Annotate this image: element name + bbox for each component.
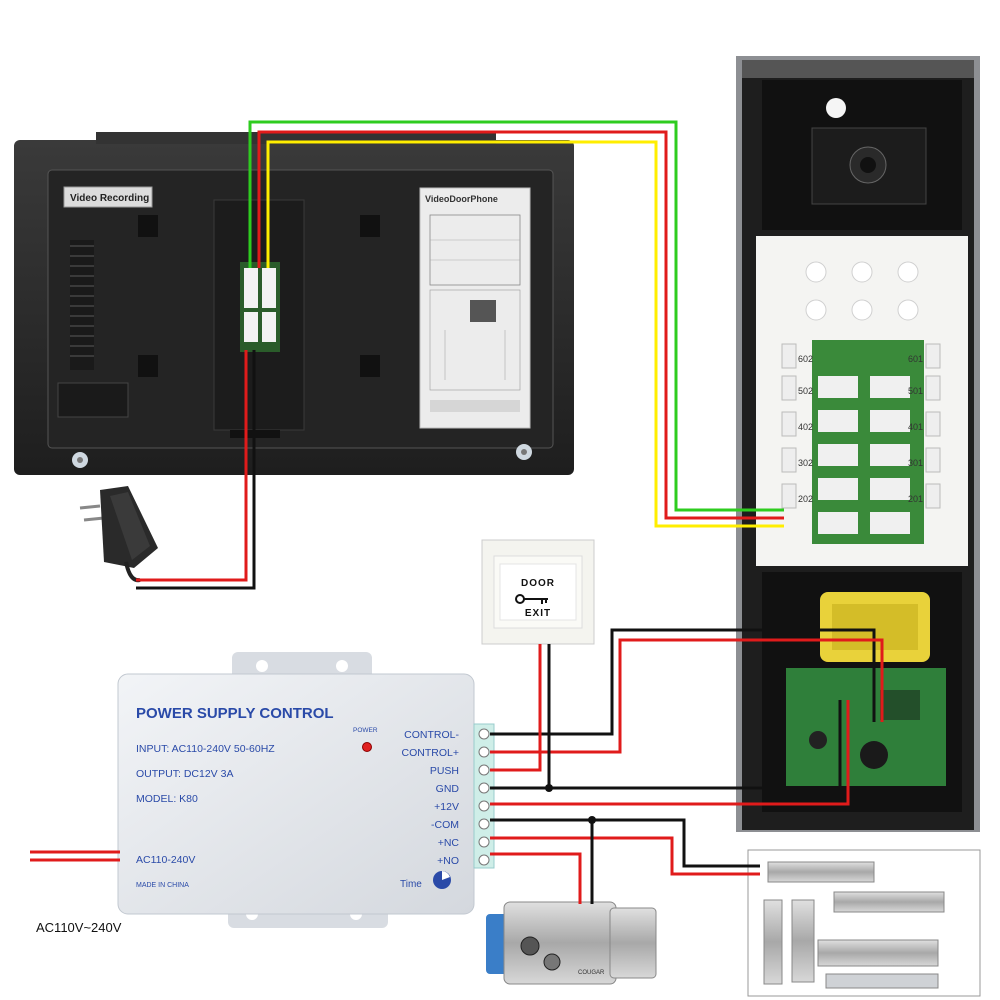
- wire-red: [257, 130, 784, 520]
- exit-button-exit-text: EXIT: [525, 608, 551, 619]
- wire-red: [490, 644, 542, 772]
- terminal-label: -COM: [431, 819, 459, 831]
- terminal-label: GND: [436, 783, 460, 795]
- sticker-title: VideoDoorPhone: [425, 194, 498, 204]
- apartment-connectors: [781, 343, 941, 509]
- terminal-label: PUSH: [430, 765, 459, 777]
- lock-brand: COUGAR: [578, 970, 605, 976]
- monitor-terminal-block: [240, 262, 280, 352]
- apartment-label: 601: [908, 354, 923, 364]
- apartment-label: 201: [908, 494, 923, 504]
- apartment-label: 302: [798, 458, 813, 468]
- wires: [30, 120, 884, 904]
- wire-black: [490, 700, 842, 790]
- apartment-label: 202: [798, 494, 813, 504]
- wire-yellow: [266, 140, 784, 528]
- key-icon: [515, 594, 548, 604]
- psu-title: POWER SUPPLY CONTROL: [136, 705, 334, 722]
- psu-time-label: Time: [400, 879, 422, 890]
- psu-model: MODEL: K80: [136, 793, 198, 805]
- video-recording-label: Video Recording: [70, 193, 149, 204]
- psu-power-label: POWER: [353, 727, 378, 734]
- psu-ac-label: AC110-240V: [136, 854, 195, 866]
- apartment-label: 602: [798, 354, 813, 364]
- psu-input-spec: INPUT: AC110-240V 50-60HZ: [136, 743, 275, 755]
- exit-button-door-text: DOOR: [521, 578, 555, 589]
- wire-junction: [545, 784, 596, 824]
- mains-voltage-label: AC110V~240V: [36, 920, 122, 935]
- door-exit-button: DOOR EXIT: [481, 539, 595, 645]
- lock-options-panel: [747, 849, 981, 997]
- time-dial-icon: [433, 871, 451, 889]
- wire-black: [490, 628, 876, 736]
- apartment-label: 301: [908, 458, 923, 468]
- screw-icon: [516, 444, 532, 460]
- power-supply-control-box: POWER SUPPLY CONTROL INPUT: AC110-240V 5…: [117, 652, 495, 928]
- terminal-label: +12V: [434, 801, 459, 813]
- wire-red: [136, 350, 248, 582]
- wire-black: [136, 350, 256, 590]
- apartment-label: 402: [798, 422, 813, 432]
- terminal-label: +NO: [437, 855, 459, 867]
- psu-terminal-strip: [473, 723, 495, 869]
- mounting-holes: [805, 261, 919, 321]
- relay-board: [812, 340, 924, 544]
- vent-grille: [70, 240, 94, 370]
- power-led: [362, 742, 372, 752]
- wire-green: [248, 120, 784, 512]
- apartment-label: 401: [908, 422, 923, 432]
- psu-output-spec: OUTPUT: DC12V 3A: [136, 768, 233, 780]
- psu-made-in: MADE IN CHINA: [136, 882, 189, 889]
- indoor-monitor: Video Recording VideoDoorPhone: [14, 132, 574, 475]
- electric-rim-lock: COUGAR: [486, 901, 657, 985]
- wire-black: [490, 818, 760, 868]
- apartment-label: 501: [908, 386, 923, 396]
- terminal-label: CONTROL+: [402, 747, 459, 759]
- wiring-sticker: VideoDoorPhone: [419, 187, 531, 429]
- power-adapter: [79, 486, 158, 583]
- wire-red: [490, 700, 850, 806]
- apartment-label: 502: [798, 386, 813, 396]
- wire-red: [490, 836, 760, 876]
- terminal-label: +NC: [438, 837, 460, 849]
- wire-red: [490, 638, 884, 754]
- wire-red: [490, 852, 582, 904]
- outdoor-door-station: 602 601 502 501 402 401 302 301 202 201: [736, 56, 980, 832]
- terminal-label: CONTROL-: [404, 729, 459, 741]
- screw-icon: [72, 452, 88, 468]
